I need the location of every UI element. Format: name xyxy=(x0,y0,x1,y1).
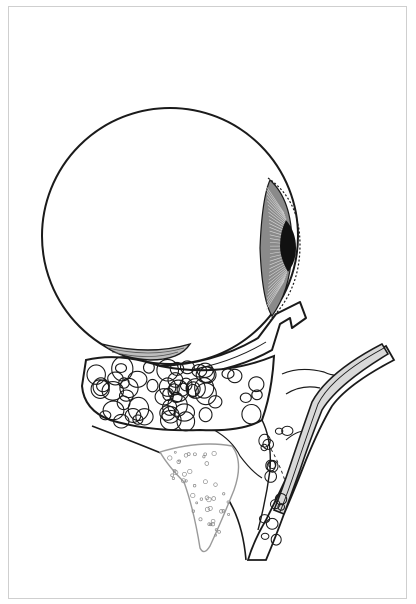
bone-speckle xyxy=(228,513,230,515)
orbital-fat-pad-icon xyxy=(82,356,274,431)
bone-speckle xyxy=(218,531,221,534)
maxillary-bone-speckled-icon xyxy=(160,444,239,552)
fat-lobule xyxy=(265,471,277,483)
cornea-iris-icon xyxy=(260,178,300,320)
fat-lobule xyxy=(282,426,293,435)
eyeball-globe-icon xyxy=(42,108,298,364)
bone-speckle xyxy=(172,477,174,479)
bone-speckle xyxy=(171,474,174,477)
